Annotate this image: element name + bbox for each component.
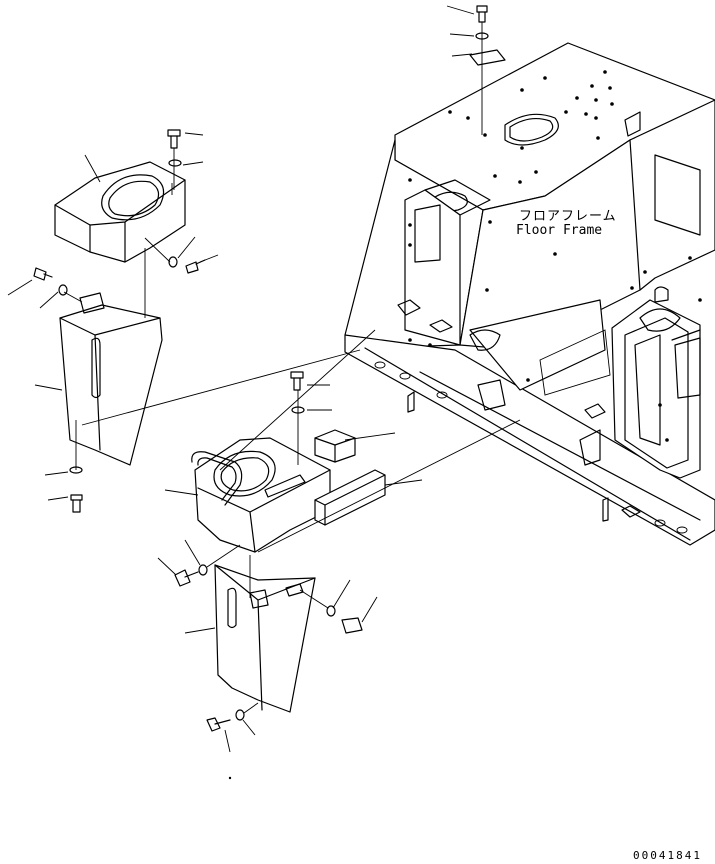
floor-frame	[344, 42, 715, 546]
center-console	[157, 329, 521, 780]
floor-frame-label-japanese: フロアフレーム	[519, 209, 617, 224]
drawing-code: 00041841	[633, 849, 702, 862]
frame-holes	[408, 70, 702, 442]
floor-frame-label-english: Floor Frame	[516, 223, 603, 238]
left-console	[7, 129, 361, 513]
top-fastener-group	[446, 5, 506, 135]
